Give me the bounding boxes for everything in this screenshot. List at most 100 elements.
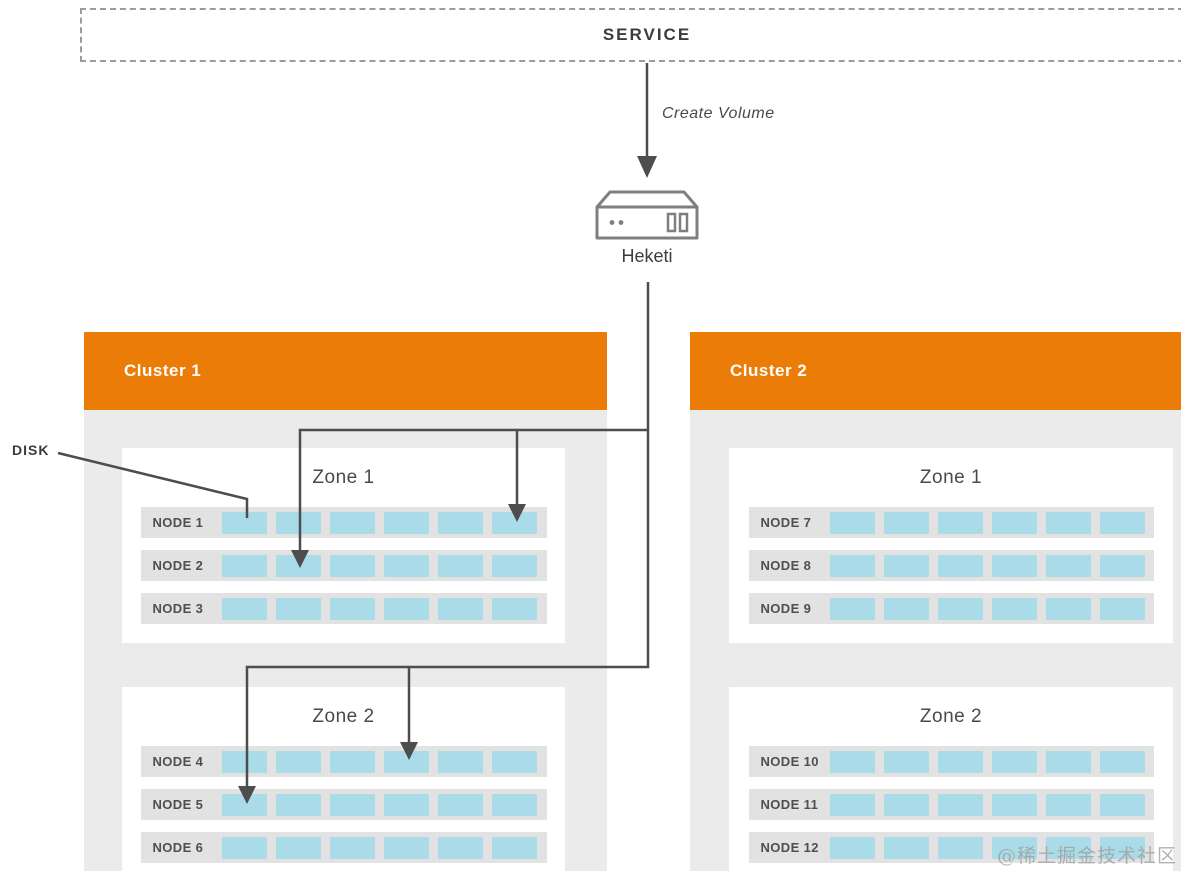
disk — [221, 836, 267, 859]
disk-strip — [221, 554, 537, 577]
node-row-node-3: NODE 3 — [140, 593, 547, 624]
disk — [275, 836, 321, 859]
service-label: SERVICE — [602, 25, 692, 44]
disk — [437, 511, 483, 534]
cluster-1: Cluster 1 Zone 1 NODE 1 NODE 2 NODE 3 — [84, 332, 607, 871]
disk — [883, 554, 929, 577]
disk — [937, 597, 983, 620]
disk — [883, 597, 929, 620]
node-row-node-1: NODE 1 — [140, 507, 547, 538]
disk — [275, 750, 321, 773]
disk — [491, 750, 537, 773]
disk-strip — [221, 750, 537, 773]
cluster-1-title: Cluster 1 — [124, 361, 202, 380]
disk — [1045, 554, 1091, 577]
heketi-server-icon — [595, 190, 699, 240]
create-volume-label: Create Volume — [662, 105, 775, 122]
node-row-node-4: NODE 4 — [140, 746, 547, 777]
disk — [991, 554, 1037, 577]
node-row-node-11: NODE 11 — [748, 789, 1154, 820]
node-label: NODE 9 — [760, 601, 812, 616]
zone-title: Zone 1 — [312, 467, 375, 488]
node-row-node-12: NODE 12 — [748, 832, 1154, 863]
disk-strip — [829, 511, 1145, 534]
disk — [221, 511, 267, 534]
disk-strip — [221, 836, 537, 859]
node-row-node-10: NODE 10 — [748, 746, 1154, 777]
disk — [275, 511, 321, 534]
disk — [383, 793, 429, 816]
disk-strip — [829, 597, 1145, 620]
node-label: NODE 11 — [760, 797, 819, 812]
disk — [383, 511, 429, 534]
disk — [491, 511, 537, 534]
cluster-2-title: Cluster 2 — [730, 361, 808, 380]
disk — [937, 511, 983, 534]
disk-strip — [829, 836, 1145, 859]
disk — [829, 597, 875, 620]
disk — [1099, 597, 1145, 620]
disk — [829, 836, 875, 859]
zone-title: Zone 1 — [919, 467, 983, 488]
disk — [1045, 511, 1091, 534]
disk — [1099, 511, 1145, 534]
disk — [491, 597, 537, 620]
disk-strip — [829, 554, 1145, 577]
node-label: NODE 10 — [760, 754, 819, 769]
disk — [221, 554, 267, 577]
node-label: NODE 4 — [152, 754, 204, 769]
node-label: NODE 8 — [760, 558, 812, 573]
node-label: NODE 6 — [152, 840, 204, 855]
disk — [937, 750, 983, 773]
disk — [329, 554, 375, 577]
disk — [883, 511, 929, 534]
heketi-label: Heketi — [621, 246, 673, 266]
disk — [221, 793, 267, 816]
disk — [991, 750, 1037, 773]
disk — [383, 554, 429, 577]
disk — [1099, 793, 1145, 816]
node-row-node-8: NODE 8 — [748, 550, 1154, 581]
disk — [1045, 793, 1091, 816]
disk — [491, 793, 537, 816]
disk — [829, 793, 875, 816]
disk — [437, 554, 483, 577]
node-label: NODE 3 — [152, 601, 204, 616]
disk-strip — [829, 750, 1145, 773]
disk-strip — [221, 793, 537, 816]
disk — [937, 793, 983, 816]
disk-strip — [221, 597, 537, 620]
disk — [829, 750, 875, 773]
disk — [937, 554, 983, 577]
disk — [437, 597, 483, 620]
cluster-2-header: Cluster 2 — [690, 332, 1181, 410]
disk — [329, 597, 375, 620]
disk — [329, 750, 375, 773]
disk — [437, 836, 483, 859]
disk — [883, 750, 929, 773]
cluster-2-zone-2: Zone 2 NODE 10 NODE 11 NODE 12 — [729, 687, 1173, 871]
node-label: NODE 12 — [760, 840, 819, 855]
disk — [221, 597, 267, 620]
cluster-1-zone-2: Zone 2 NODE 4 NODE 5 NODE 6 — [122, 687, 565, 871]
cluster-1-header: Cluster 1 — [84, 332, 607, 410]
disk — [437, 750, 483, 773]
disk — [883, 793, 929, 816]
node-label: NODE 7 — [760, 515, 812, 530]
disk — [1099, 554, 1145, 577]
zone-title: Zone 2 — [919, 706, 983, 727]
disk — [437, 793, 483, 816]
node-row-node-7: NODE 7 — [748, 507, 1154, 538]
disk — [329, 836, 375, 859]
service-box: SERVICE — [80, 8, 1181, 62]
disk — [383, 836, 429, 859]
disk-strip — [829, 793, 1145, 816]
node-row-node-9: NODE 9 — [748, 593, 1154, 624]
disk — [1045, 836, 1091, 859]
arrowhead-heketi — [637, 156, 657, 178]
cluster-1-body: Zone 1 NODE 1 NODE 2 NODE 3 Zone 2 NODE … — [84, 410, 607, 871]
disk — [275, 793, 321, 816]
disk — [275, 597, 321, 620]
disk — [1045, 597, 1091, 620]
